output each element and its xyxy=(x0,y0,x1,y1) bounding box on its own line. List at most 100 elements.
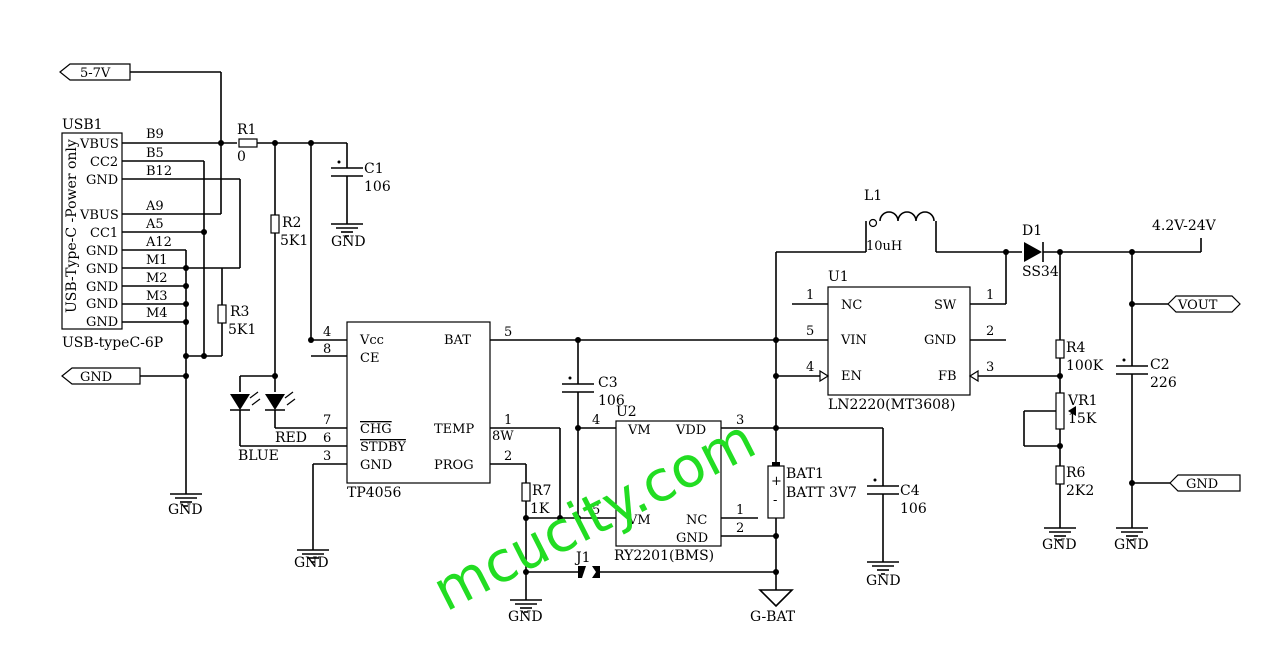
svg-text:C1: C1 xyxy=(364,161,384,177)
svg-text:A5: A5 xyxy=(145,217,164,232)
svg-text:VIN: VIN xyxy=(840,333,867,348)
svg-text:R4: R4 xyxy=(1066,340,1086,356)
r1-resistor xyxy=(238,138,258,148)
svg-text:4.2V-24V: 4.2V-24V xyxy=(1152,218,1217,234)
svg-text:1: 1 xyxy=(504,413,512,428)
svg-text:VBUS: VBUS xyxy=(79,208,119,223)
svg-text:GND: GND xyxy=(86,315,118,330)
svg-text:2: 2 xyxy=(504,449,512,464)
r4-resistor xyxy=(1055,339,1065,359)
svg-text:BAT1: BAT1 xyxy=(786,466,824,482)
svg-text:106: 106 xyxy=(598,393,625,409)
svg-text:2: 2 xyxy=(986,324,994,339)
svg-text:GND: GND xyxy=(676,531,708,546)
svg-text:GND: GND xyxy=(360,458,392,473)
svg-text:GND: GND xyxy=(508,609,543,625)
svg-text:M3: M3 xyxy=(146,289,168,304)
svg-text:CHG: CHG xyxy=(360,422,392,437)
l1-inductor xyxy=(879,211,935,222)
svg-text:L1: L1 xyxy=(864,188,882,204)
svg-text:B12: B12 xyxy=(146,164,172,179)
svg-text:4: 4 xyxy=(592,413,600,428)
svg-text:GND: GND xyxy=(86,173,118,188)
svg-text:GND: GND xyxy=(924,333,956,348)
svg-text:C4: C4 xyxy=(900,483,920,499)
svg-text:D1: D1 xyxy=(1022,223,1042,239)
ln2220-boost-chip: U1 NC VIN EN SW GND FB LN2220(MT3608) 1 … xyxy=(806,269,994,413)
r2-resistor xyxy=(270,214,280,234)
svg-text:PROG: PROG xyxy=(434,458,474,473)
svg-text:BLUE: BLUE xyxy=(238,448,279,464)
svg-text:VM: VM xyxy=(627,513,651,528)
svg-text:3: 3 xyxy=(323,449,331,464)
svg-text:GND: GND xyxy=(86,280,118,295)
svg-text:100K: 100K xyxy=(1066,358,1104,374)
svg-text:J1: J1 xyxy=(574,550,591,566)
svg-text:R2: R2 xyxy=(282,215,301,231)
svg-text:USB-typeC-6P: USB-typeC-6P xyxy=(62,335,163,351)
svg-text:CC1: CC1 xyxy=(90,226,118,241)
svg-text:LN2220(MT3608): LN2220(MT3608) xyxy=(828,397,955,413)
svg-text:CE: CE xyxy=(360,351,379,366)
svg-text:TEMP: TEMP xyxy=(434,422,474,437)
svg-text:M2: M2 xyxy=(146,271,168,286)
port-vout: VOUT xyxy=(1167,295,1241,313)
svg-text:226: 226 xyxy=(1150,375,1177,391)
svg-text:R6: R6 xyxy=(1066,465,1086,481)
svg-text:5: 5 xyxy=(592,503,600,518)
svg-text:8W: 8W xyxy=(492,429,514,444)
svg-text:C3: C3 xyxy=(598,375,618,391)
port-5-7v: 5-7V xyxy=(59,63,131,81)
svg-text:106: 106 xyxy=(364,179,391,195)
svg-text:BAT: BAT xyxy=(444,333,471,348)
svg-text:2K2: 2K2 xyxy=(1066,483,1094,499)
svg-text:10uH: 10uH xyxy=(866,239,902,254)
svg-text:4: 4 xyxy=(323,325,331,340)
svg-text:R7: R7 xyxy=(532,483,551,499)
svg-text:GND: GND xyxy=(80,370,112,385)
led-red xyxy=(265,391,296,428)
svg-text:GND: GND xyxy=(294,555,329,571)
led-blue xyxy=(230,376,261,446)
svg-text:VOUT: VOUT xyxy=(1177,298,1218,313)
svg-text:TP4056: TP4056 xyxy=(347,485,401,501)
svg-text:GND: GND xyxy=(1186,477,1218,492)
svg-text:NC: NC xyxy=(841,298,862,313)
svg-text:USB-Type-C -Power only: USB-Type-C -Power only xyxy=(64,139,80,313)
svg-text:GND: GND xyxy=(86,244,118,259)
svg-text:2: 2 xyxy=(736,521,744,536)
svg-text:1: 1 xyxy=(986,288,994,303)
svg-text:3: 3 xyxy=(736,413,744,428)
tp4056-chip: Vcc CE CHG STDBY GND BAT TEMP PROG TP405… xyxy=(323,321,514,501)
svg-text:5K1: 5K1 xyxy=(228,322,256,338)
svg-text:GND: GND xyxy=(86,297,118,312)
svg-text:GND: GND xyxy=(866,573,901,589)
battery-bat1: + - xyxy=(767,462,785,519)
svg-text:8: 8 xyxy=(323,342,331,357)
svg-text:Vcc: Vcc xyxy=(359,333,384,348)
svg-text:6: 6 xyxy=(323,431,331,446)
svg-text:+: + xyxy=(771,474,782,489)
svg-text:A9: A9 xyxy=(145,199,164,214)
svg-text:C2: C2 xyxy=(1150,357,1170,373)
svg-text:CC2: CC2 xyxy=(90,155,118,170)
port-gnd-left: GND xyxy=(61,367,141,385)
port-gnd-right: GND xyxy=(1169,474,1241,492)
svg-text:A12: A12 xyxy=(145,235,172,250)
svg-text:U2: U2 xyxy=(616,404,637,420)
svg-text:0: 0 xyxy=(237,149,246,165)
d1-diode xyxy=(1024,242,1044,262)
svg-text:VBUS: VBUS xyxy=(79,137,119,152)
svg-text:4: 4 xyxy=(806,360,814,375)
ry2201-bms-chip: U2 VM VDD VM NC GND RY2201(BMS) 4 3 5 1 … xyxy=(592,404,744,564)
svg-text:G-BAT: G-BAT xyxy=(750,609,796,625)
svg-text:FB: FB xyxy=(938,369,957,384)
svg-text:BATT 3V7: BATT 3V7 xyxy=(786,485,857,501)
svg-text:B9: B9 xyxy=(146,127,164,142)
svg-text:VDD: VDD xyxy=(675,423,706,438)
svg-text:15K: 15K xyxy=(1068,411,1097,427)
r7-resistor xyxy=(521,482,531,502)
svg-text:M1: M1 xyxy=(146,253,168,268)
svg-text:R1: R1 xyxy=(237,122,256,138)
